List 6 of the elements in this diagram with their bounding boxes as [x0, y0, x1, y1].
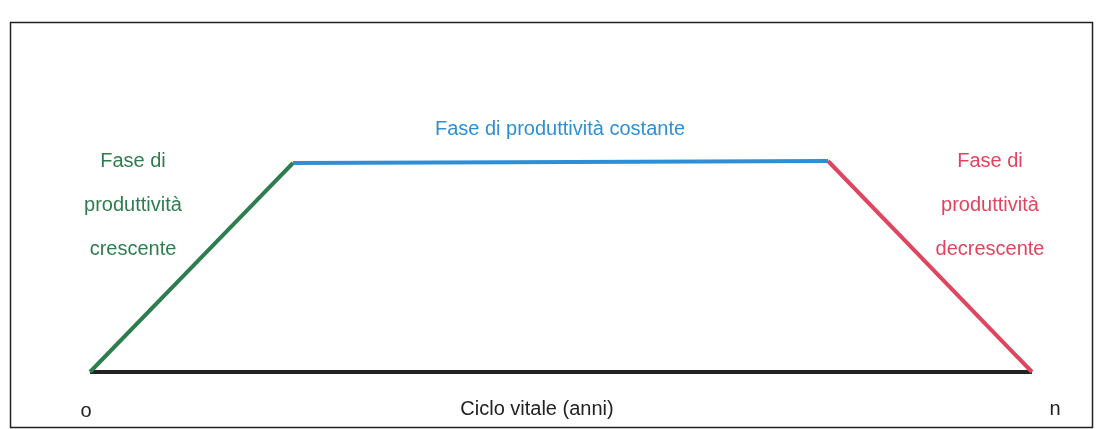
phase-label: Fase di produttività decrescente	[934, 148, 1046, 261]
axis-label: n	[1048, 396, 1062, 421]
axis-title: Ciclo vitale (anni)	[459, 396, 615, 421]
phase-label: Fase di produttività crescente	[83, 148, 183, 261]
axis-label: o	[79, 398, 93, 423]
phase-label: Fase di produttività costante	[433, 116, 687, 141]
